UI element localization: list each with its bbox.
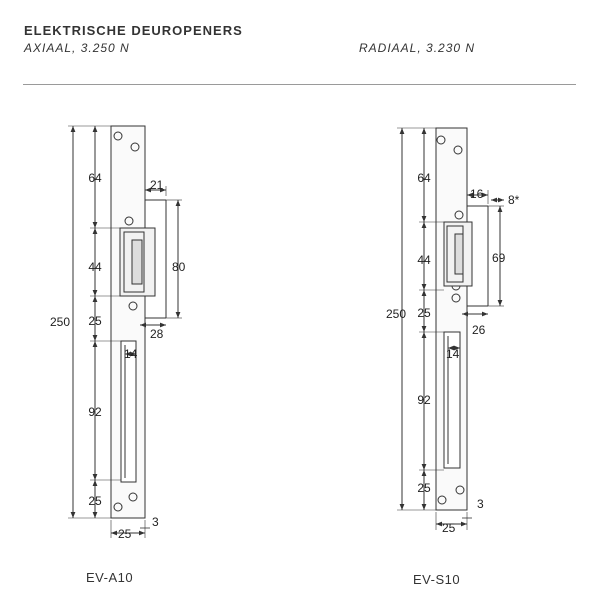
ev-a10-screw-hole bbox=[130, 142, 140, 152]
dim-label: 3 bbox=[477, 497, 484, 511]
page-title: ELEKTRISCHE DEUROPENERS bbox=[24, 23, 243, 38]
dim-label: 250 bbox=[386, 307, 406, 321]
dim-label: 14 bbox=[446, 347, 460, 361]
dim-label: 80 bbox=[172, 260, 186, 274]
ev-a10-drawing bbox=[68, 125, 182, 538]
dim-label: 64 bbox=[88, 171, 102, 185]
ev-a10-screw-hole bbox=[128, 301, 138, 311]
ev-s10-drawing bbox=[397, 127, 504, 530]
dim-label: 92 bbox=[88, 405, 102, 419]
dim-label: 28 bbox=[150, 327, 164, 341]
dim-label: 21 bbox=[150, 178, 164, 192]
dim-label: 25 bbox=[88, 314, 102, 328]
ev-a10-screw-hole bbox=[113, 131, 123, 141]
dim-label: 25 bbox=[118, 527, 132, 541]
dim-label: 69 bbox=[492, 251, 506, 265]
subtitle-axial: AXIAAL, 3.250 N bbox=[24, 41, 130, 55]
dim-label: 25 bbox=[417, 481, 431, 495]
model-label-ev-a10: EV-A10 bbox=[86, 570, 134, 585]
dim-label: 3 bbox=[152, 515, 159, 529]
ev-s10-screw-hole bbox=[437, 495, 447, 505]
ev-a10-dimension-labels: 250 64 44 25 92 25 21 80 28 14 25 3 bbox=[50, 171, 186, 541]
dim-label: 44 bbox=[417, 253, 431, 267]
ev-a10-slot bbox=[120, 340, 137, 483]
model-label-ev-s10: EV-S10 bbox=[413, 572, 461, 587]
dim-label: 25 bbox=[88, 494, 102, 508]
dim-label: 26 bbox=[472, 323, 486, 337]
ev-a10-screw-hole bbox=[124, 216, 134, 226]
dim-label: 64 bbox=[417, 171, 431, 185]
dim-label: 25 bbox=[442, 521, 456, 535]
ev-s10-screw-hole bbox=[454, 210, 464, 220]
subtitle-radial: RADIAAL, 3.230 N bbox=[359, 41, 476, 55]
dim-label: 16 bbox=[470, 187, 484, 201]
ev-s10-dimension-labels: 250 64 44 25 92 25 16 8* 69 26 14 25 3 bbox=[386, 171, 520, 535]
ev-s10-screw-hole bbox=[436, 135, 446, 145]
dim-label: 8* bbox=[508, 193, 520, 207]
ev-a10-screw-hole bbox=[128, 492, 138, 502]
ev-a10-screw-hole bbox=[113, 502, 123, 512]
header-divider bbox=[23, 84, 576, 85]
dim-label: 92 bbox=[417, 393, 431, 407]
ev-s10-screw-hole bbox=[455, 485, 465, 495]
dim-label: 250 bbox=[50, 315, 70, 329]
dim-label: 44 bbox=[88, 260, 102, 274]
dim-label: 14 bbox=[124, 347, 138, 361]
ev-s10-screw-hole bbox=[451, 293, 461, 303]
ev-s10-screw-hole bbox=[453, 145, 463, 155]
dim-label: 25 bbox=[417, 306, 431, 320]
